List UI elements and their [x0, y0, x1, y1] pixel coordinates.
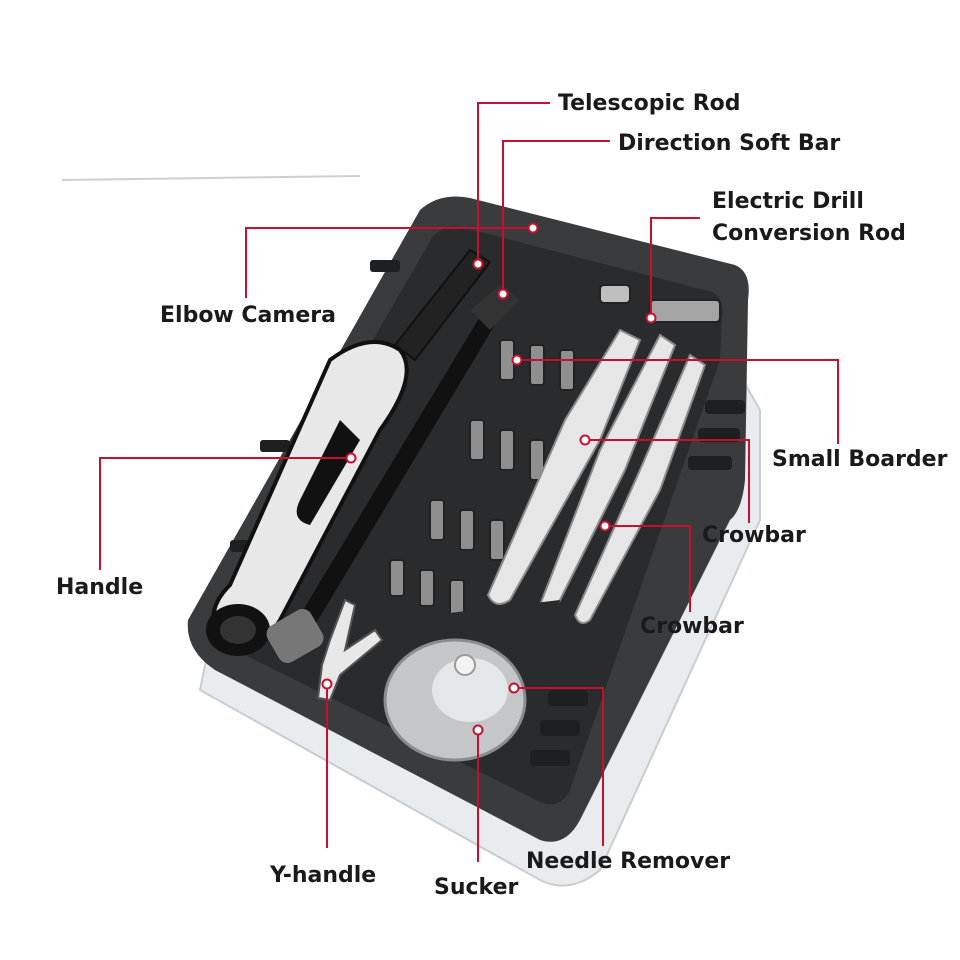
pry-tools	[486, 328, 707, 625]
y-handle	[316, 598, 384, 702]
label-electric-drill-line1: Electric Drill	[712, 189, 864, 214]
label-y-handle: Y-handle	[270, 863, 377, 888]
label-direction-soft-bar: Direction Soft Bar	[618, 131, 841, 156]
label-needle-remover: Needle Remover	[526, 849, 731, 874]
label-small-boarder: Small Boarder	[772, 447, 948, 472]
label-crowbar-upper: Crowbar	[702, 523, 806, 548]
box-clips	[230, 260, 745, 766]
label-crowbar-lower: Crowbar	[640, 614, 744, 639]
leader-lines	[99, 102, 839, 862]
screwdriver-handle	[206, 248, 492, 656]
label-handle: Handle	[56, 575, 144, 600]
extension-rod	[266, 285, 520, 664]
label-electric-drill-line2: Conversion Rod	[712, 221, 906, 246]
label-telescopic-rod: Telescopic Rod	[558, 91, 741, 116]
label-sucker: Sucker	[434, 875, 519, 900]
leader-anchor-dots	[321, 222, 657, 736]
background-streak	[61, 175, 361, 181]
label-elbow-camera: Elbow Camera	[160, 303, 336, 328]
